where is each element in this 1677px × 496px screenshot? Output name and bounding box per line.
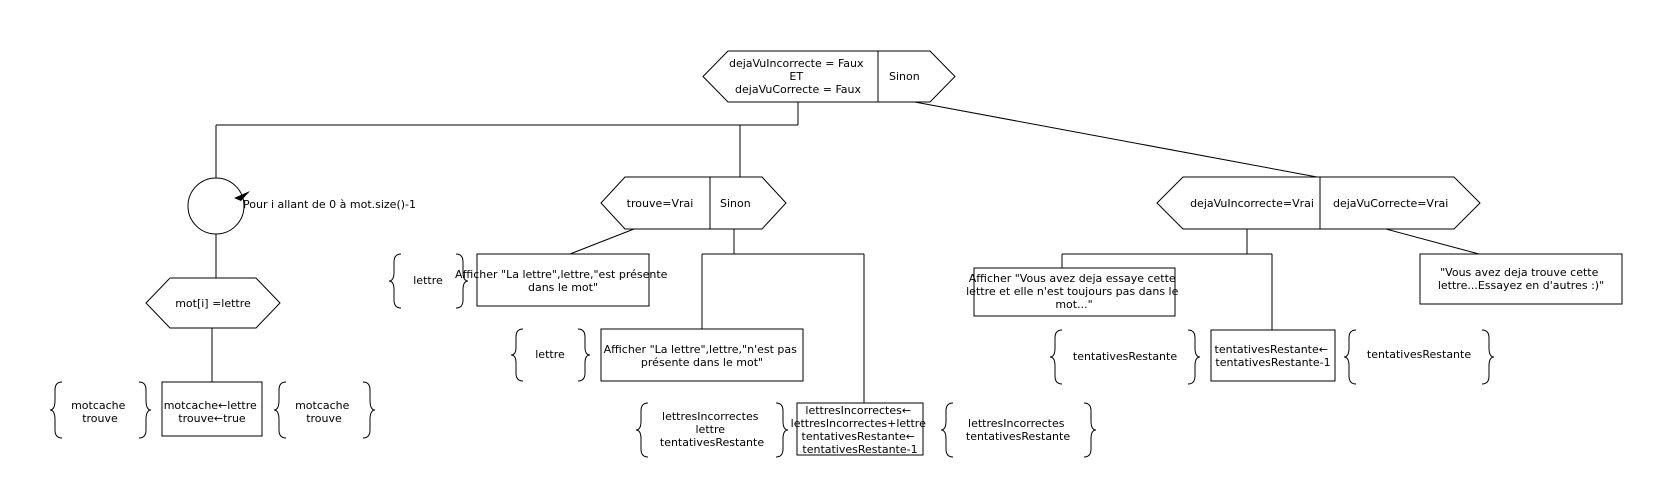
found-display-text: Afficher "La lettre",lettre,"est présent… [455, 268, 671, 294]
update-input-param-2: lettre [696, 423, 726, 436]
decrement-input-brace-right [1187, 329, 1201, 385]
found-display-line-1: Afficher "La lettre",lettre,"est présent… [455, 268, 668, 281]
root-condition-else-label: Sinon [889, 70, 920, 83]
loop-action-box [161, 381, 263, 437]
update-output-param-2: tentativesRestante [966, 430, 1070, 443]
update-input-brace-right [775, 402, 789, 458]
connectors [211, 99, 1480, 403]
found-condition-else-label: Sinon [720, 197, 751, 210]
correct-display-line-2: lettre...Essayez en d'autres :)" [1438, 279, 1604, 292]
already-seen-section: dejaVuIncorrecte=Vrai dejaVuCorrecte=Vra… [966, 176, 1623, 385]
notfound-display-text: Afficher "La lettre",lettre,"n'est pas p… [604, 343, 801, 369]
decrement-input-brace-left [1049, 329, 1063, 385]
update-action-box [796, 402, 924, 456]
root-condition-hexagon [702, 50, 879, 103]
loop-section: Pour i allant de 0 à mot.size()-1 mot[i]… [49, 177, 416, 439]
update-output-param-1: lettresIncorrectes [968, 417, 1065, 430]
loop-input-param-2: trouve [82, 412, 118, 425]
loop-action-text: motcache←lettre trouve←true [164, 399, 261, 425]
update-output-params: lettresIncorrectes tentativesRestante [966, 417, 1070, 443]
loop-output-param-1: motcache [295, 399, 350, 412]
loop-action-line-2: trouve←true [178, 412, 246, 425]
already-seen-correct-block [1319, 176, 1481, 230]
incorrect-display-line-1: Afficher "Vous avez deja essaye cette [969, 272, 1176, 285]
root-condition: dejaVuIncorrecte = Faux ET dejaVuCorrect… [702, 50, 956, 103]
root-condition-line-3: dejaVuCorrecte = Faux [735, 83, 861, 96]
decrement-output-param: tentativesRestante [1367, 348, 1471, 361]
found-param-brace-left [388, 253, 402, 309]
update-input-params: lettresIncorrectes lettre tentativesRest… [660, 410, 764, 449]
found-param-text: lettre [413, 274, 443, 287]
correct-display-line-1: "Vous avez deja trouve cette [1440, 266, 1599, 279]
found-display-line-2: dans le mot" [528, 281, 598, 294]
notfound-param-brace-left [510, 328, 524, 382]
incorrect-display-text: Afficher "Vous avez deja essaye cette le… [966, 272, 1182, 311]
update-action-line-1: lettresIncorrectes← [805, 404, 911, 417]
notfound-display-box [600, 328, 804, 382]
loop-input-brace-right [138, 381, 152, 439]
update-action-line-2: lettresIncorrectes+lettre [791, 417, 926, 430]
decrement-input-param: tentativesRestante [1073, 350, 1177, 363]
loop-input-param-1: motcache [71, 399, 126, 412]
notfound-display-line-1: Afficher "La lettre",lettre,"n'est pas [604, 343, 798, 356]
loop-condition-hexagon [145, 277, 281, 329]
already-seen-correct-label: dejaVuCorrecte=Vrai [1333, 197, 1448, 210]
root-condition-line-1: dejaVuIncorrecte = Faux [729, 57, 864, 70]
decrement-action-line-1: tentativesRestante← [1215, 343, 1328, 356]
update-action-text: lettresIncorrectes← lettresIncorrectes+l… [791, 404, 930, 456]
correct-display-box [1419, 253, 1623, 305]
correct-display-text: "Vous avez deja trouve cette lettre...Es… [1438, 266, 1604, 292]
update-action-line-3: tentativesRestante← [802, 430, 915, 443]
loop-condition-text: mot[i] =lettre [175, 297, 251, 310]
found-condition-section: trouve=Vrai Sinon lettre Afficher "La le… [388, 176, 1097, 458]
incorrect-display-line-3: mot..." [1055, 298, 1092, 311]
notfound-param-brace-right [577, 328, 591, 382]
found-condition-text: trouve=Vrai [627, 197, 694, 210]
loop-arrow-icon [234, 191, 250, 201]
incorrect-display-line-2: lettre et elle n'est toujours pas dans l… [966, 285, 1178, 298]
update-action-line-4: tentativesRestante-1 [802, 443, 917, 456]
decrement-action-text: tentativesRestante← tentativesRestante-1 [1215, 343, 1332, 369]
incorrect-display-box [973, 267, 1176, 317]
found-display-box [476, 253, 650, 307]
loop-action-line-1: motcache←lettre [164, 399, 257, 412]
update-output-brace-right [1083, 402, 1097, 458]
update-input-param-1: lettresIncorrectes [662, 410, 759, 423]
found-condition-hexagon [600, 176, 711, 230]
notfound-display-line-2: présente dans le mot" [641, 356, 763, 369]
root-condition-sinon-block [877, 50, 956, 103]
already-seen-incorrect-hexagon [1156, 176, 1321, 230]
decrement-action-box [1210, 329, 1336, 382]
root-condition-line-2: ET [789, 70, 803, 83]
loop-output-brace-right [362, 381, 376, 439]
connector-correct-to-display [1385, 228, 1480, 255]
loop-circle [187, 177, 245, 235]
update-input-brace-left [635, 402, 649, 458]
update-output-brace-left [940, 402, 954, 458]
decrement-output-brace-left [1343, 329, 1357, 385]
loop-output-brace-left [273, 381, 287, 439]
found-param-brace-right [455, 253, 469, 309]
loop-label: Pour i allant de 0 à mot.size()-1 [243, 198, 416, 211]
found-condition-sinon-block [709, 176, 787, 230]
loop-output-param-2: trouve [306, 412, 342, 425]
loop-input-params: motcache trouve [71, 399, 129, 425]
root-condition-text: dejaVuIncorrecte = Faux ET dejaVuCorrect… [729, 57, 867, 96]
loop-input-brace-left [49, 381, 63, 439]
already-seen-incorrect-label: dejaVuIncorrecte=Vrai [1190, 197, 1314, 210]
notfound-param-text: lettre [535, 348, 565, 361]
connector-root-sinon-to-already-seen [903, 99, 1318, 178]
connector-found-to-display [569, 228, 635, 255]
loop-output-params: motcache trouve [295, 399, 353, 425]
decrement-action-line-2: tentativesRestante-1 [1215, 356, 1330, 369]
update-input-param-3: tentativesRestante [660, 436, 764, 449]
decrement-output-brace-right [1481, 329, 1495, 385]
